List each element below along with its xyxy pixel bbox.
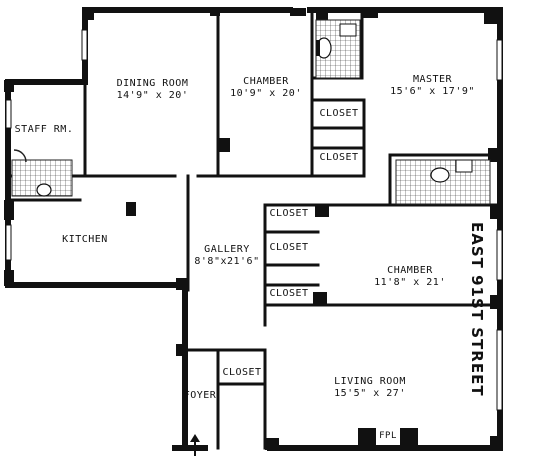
room-chamber-top-dim: 10'9" x 20' (230, 88, 302, 99)
closet-label: CLOSET (269, 288, 309, 299)
closet-label: CLOSET (222, 367, 262, 378)
room-chamber-right: CHAMBER 11'8" x 21' (350, 265, 470, 289)
bath-fixtures (13, 23, 473, 197)
room-chamber-right-name: CHAMBER (387, 265, 433, 276)
room-chamber-top: CHAMBER 10'9" x 20' (222, 76, 310, 100)
room-chamber-top-name: CHAMBER (243, 76, 289, 87)
room-master-name: MASTER (412, 74, 453, 85)
room-foyer: FOYER (180, 390, 220, 402)
fireplace-label: FPL (379, 431, 397, 441)
room-living: LIVING ROOM 15'5" x 27' (310, 376, 430, 400)
entrance-arrow-icon (190, 434, 200, 456)
room-gallery: GALLERY 8'8"x21'6" (188, 244, 266, 268)
room-staff-name: STAFF RM. (14, 124, 74, 135)
room-foyer-name: FOYER (183, 390, 217, 401)
room-master-dim: 15'6" x 17'9" (390, 86, 475, 97)
room-gallery-dim: 8'8"x21'6" (194, 256, 260, 267)
room-dining: DINING ROOM 14'9" x 20' (100, 78, 205, 102)
closet-label: CLOSET (269, 208, 309, 219)
room-living-dim: 15'5" x 27' (334, 388, 406, 399)
windows (5, 29, 503, 411)
room-kitchen: KITCHEN (50, 234, 120, 246)
room-dining-dim: 14'9" x 20' (116, 90, 189, 101)
wall-columns (4, 8, 502, 450)
room-master: MASTER 15'6" x 17'9" (370, 74, 495, 98)
street-name: EAST 91ST STREET (468, 222, 486, 397)
closet-label: CLOSET (269, 242, 309, 253)
room-dining-name: DINING ROOM (116, 78, 189, 89)
room-living-name: LIVING ROOM (334, 376, 406, 387)
room-kitchen-name: KITCHEN (62, 234, 108, 245)
closet-label: CLOSET (319, 152, 359, 163)
room-gallery-name: GALLERY (204, 244, 250, 255)
closet-label: CLOSET (319, 108, 359, 119)
room-staff: STAFF RM. (14, 124, 74, 136)
room-chamber-right-dim: 11'8" x 21' (374, 277, 446, 288)
